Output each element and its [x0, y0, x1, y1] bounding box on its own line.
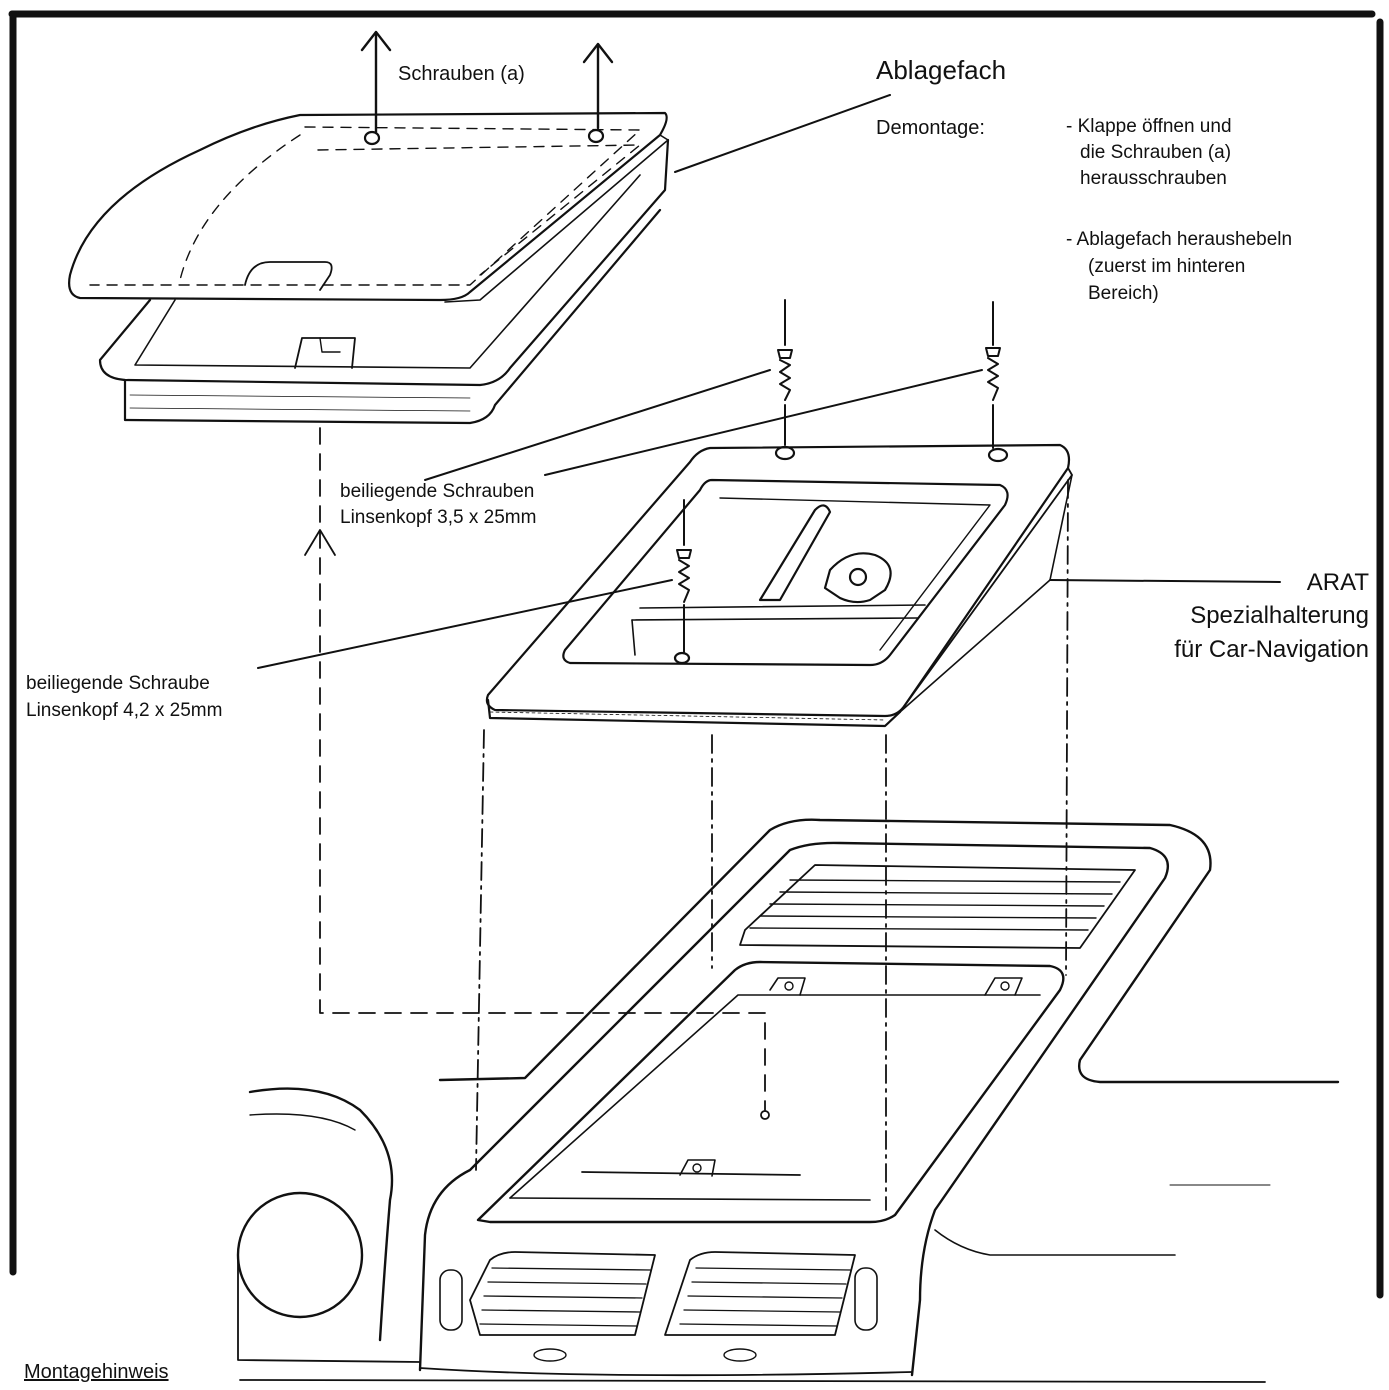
step2-line1: - Ablagefach heraushebeln	[1066, 229, 1293, 250]
label-demontage: Demontage:	[876, 117, 985, 139]
arat-holder	[485, 443, 1073, 728]
screw-arrows	[360, 30, 614, 134]
screw-42-line2: Linsenkopf 4,2 x 25mm	[26, 700, 223, 721]
alignment-lines	[304, 427, 1069, 1211]
step2-line2: (zuerst im hinteren	[1088, 256, 1246, 277]
step1-line3: herausschrauben	[1080, 168, 1227, 189]
storage-compartment	[68, 111, 670, 425]
step1-line1: - Klappe öffnen und	[1066, 116, 1232, 137]
label-ablagefach: Ablagefach	[876, 55, 1007, 85]
arat-line2: Spezialhalterung	[1190, 602, 1369, 629]
page-frame	[8, 10, 1384, 1299]
label-screws-a: Schrauben (a)	[398, 63, 525, 85]
leaders	[257, 369, 1281, 669]
leader-ablagefach	[674, 94, 891, 173]
arat-line1: ARAT	[1306, 569, 1369, 596]
screws-35-line1: beiliegende Schrauben	[340, 481, 535, 502]
dashboard-console	[418, 818, 1340, 1377]
footer-rule	[239, 1379, 1266, 1383]
instrument-cluster	[236, 1087, 421, 1363]
screws-35-line2: Linsenkopf 3,5 x 25mm	[340, 507, 537, 528]
arat-line3: für Car-Navigation	[1174, 636, 1369, 663]
screws-35	[676, 299, 1001, 653]
screw-42-line1: beiliegende Schraube	[26, 673, 210, 694]
step1-line2: die Schrauben (a)	[1080, 142, 1232, 163]
footer-title: Montagehinweis	[24, 1361, 169, 1383]
step2-line3: Bereich)	[1088, 283, 1159, 304]
